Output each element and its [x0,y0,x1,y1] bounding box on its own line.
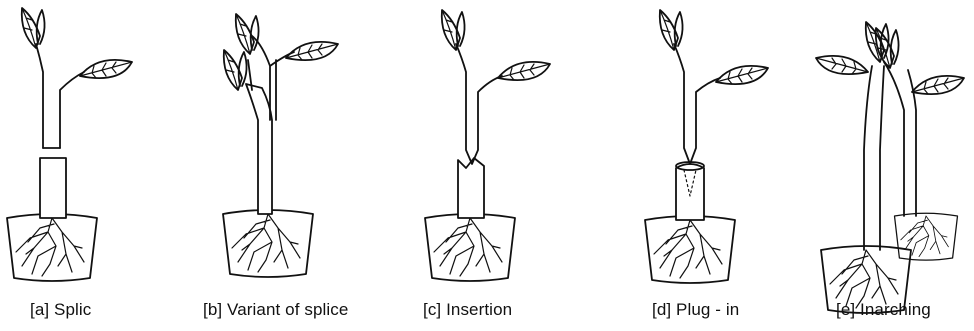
caption-splice: [a] Splic [30,300,91,320]
caption-insertion: [c] Insertion [423,300,512,320]
caption-plug-in: [d] Plug - in [652,300,739,320]
insertion-graft-illustration [425,10,550,281]
plug-in-graft-illustration [645,10,768,283]
caption-variant-splice: [b] Variant of splice [203,300,348,320]
variant-splice-illustration [223,14,338,277]
inarching-graft-illustration [816,22,964,313]
caption-inarching: [e] Inarching [836,300,931,320]
splice-graft-illustration [7,8,132,281]
